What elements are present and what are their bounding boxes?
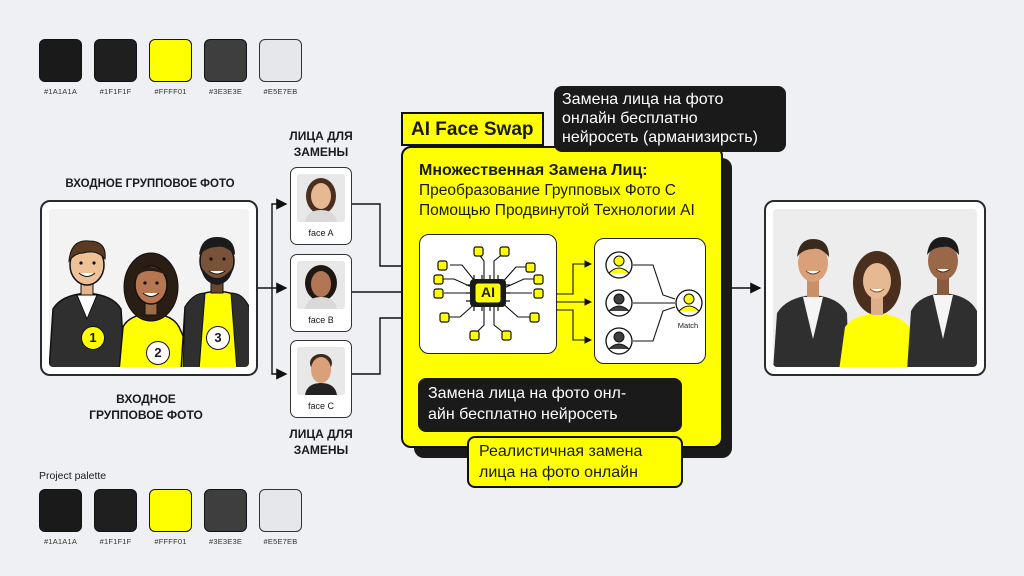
faces-label-top: ЛИЦА ДЛЯ ЗАМЕНЫ <box>276 128 366 160</box>
panel-subtitle-line-1: Преобразование Групповых Фото С <box>419 182 676 199</box>
ai-face-swap-tag: AI Face Swap <box>401 112 544 146</box>
top-callout-line-3: нейросеть (арманизирсть) <box>562 129 758 146</box>
input-group-photo: 1 2 3 <box>40 200 258 376</box>
face-a-portrait <box>297 174 345 222</box>
match-avatar-2 <box>605 289 633 317</box>
match-diagram <box>605 251 703 355</box>
bottom-palette-swatch-color-5 <box>259 489 302 532</box>
bottom-palette-swatch-3: #FFFF01 <box>149 489 192 546</box>
bottom-palette-swatch-color-2 <box>94 489 137 532</box>
bottom-palette-swatch-hex-2: #1F1F1F <box>99 537 132 546</box>
input-label-bottom-line-2: ГРУППОВОЕ ФОТО <box>89 408 203 422</box>
bottom-palette-swatch-color-3 <box>149 489 192 532</box>
match-label: Match <box>677 321 699 330</box>
face-a-label: face A <box>308 228 334 238</box>
top-palette-swatch-4: #3E3E3E <box>204 39 247 96</box>
top-palette-swatch-hex-3: #FFFF01 <box>154 87 187 96</box>
output-person-3 <box>907 237 977 367</box>
top-palette-swatch-1: #1A1A1A <box>39 39 82 96</box>
face-c-label: face C <box>307 401 334 411</box>
input-label-bottom: ВХОДНОЕ ГРУППОВОЕ ФОТО <box>86 391 206 423</box>
input-label-bottom-line-1: ВХОДНОЕ <box>116 392 176 406</box>
top-callout-line-1: Замена лица на фото <box>562 91 724 108</box>
top-palette-swatch-5: #E5E7EB <box>259 39 302 96</box>
ai-network-box: AI <box>419 234 557 354</box>
match-result-avatar <box>675 289 703 317</box>
top-palette-swatch-color-1 <box>39 39 82 82</box>
top-palette-swatch-hex-4: #3E3E3E <box>208 87 243 96</box>
project-palette-title: Project palette <box>39 470 107 482</box>
ai-chip-label: AI <box>481 284 495 300</box>
output-person-2 <box>839 251 919 367</box>
match-avatar-3 <box>605 327 633 355</box>
face-c-portrait <box>297 347 345 395</box>
palette-bottom: #1A1A1A #1F1F1F #FFFF01 #3E3E3E #E5E7EB <box>39 489 302 546</box>
panel-callout-line-2: айн бесплатно нейросеть <box>428 406 618 423</box>
badge-1: 1 <box>81 326 105 350</box>
face-card-c: face C <box>290 340 352 418</box>
bottom-palette-swatch-hex-4: #3E3E3E <box>208 537 243 546</box>
bottom-palette-swatch-hex-5: #E5E7EB <box>263 537 298 546</box>
panel-callout: Замена лица на фото онл- айн бесплатно н… <box>418 378 682 432</box>
faces-label-top-line-2: ЗАМЕНЫ <box>293 145 349 159</box>
badge-3: 3 <box>206 326 230 350</box>
top-palette-swatch-2: #1F1F1F <box>94 39 137 96</box>
bottom-palette-swatch-color-1 <box>39 489 82 532</box>
match-avatar-1 <box>605 251 633 279</box>
output-illustration <box>773 209 977 367</box>
top-palette-swatch-hex-5: #E5E7EB <box>263 87 298 96</box>
panel-subtitle-line-2: Помощью Продвинутой Технологии AI <box>419 202 695 219</box>
panel-callout-line-1: Замена лица на фото онл- <box>428 385 627 402</box>
panel-footer-line-2: лица на фото онлайн <box>479 464 638 481</box>
bottom-palette-swatch-color-4 <box>204 489 247 532</box>
top-palette-swatch-hex-1: #1A1A1A <box>43 87 78 96</box>
match-box: Match <box>594 238 706 364</box>
palette-top: #1A1A1A #1F1F1F #FFFF01 #3E3E3E #E5E7EB <box>39 39 302 96</box>
input-label-top: ВХОДНОЕ ГРУППОВОЕ ФОТО <box>65 178 235 190</box>
face-b-label: face B <box>308 315 334 325</box>
bottom-palette-swatch-2: #1F1F1F <box>94 489 137 546</box>
panel-title: Множественная Замена Лиц: <box>419 162 648 179</box>
output-group-photo <box>764 200 986 376</box>
top-callout-line-2: онлайн бесплатно <box>562 110 698 127</box>
faces-label-bottom: ЛИЦА ДЛЯ ЗАМЕНЫ <box>276 426 366 458</box>
output-person-1 <box>773 239 849 367</box>
bottom-palette-swatch-1: #1A1A1A <box>39 489 82 546</box>
faces-label-top-line-1: ЛИЦА ДЛЯ <box>289 129 353 143</box>
network-to-match-arrows <box>557 260 593 344</box>
top-callout: Замена лица на фото онлайн бесплатно ней… <box>554 86 786 152</box>
top-palette-swatch-color-3 <box>149 39 192 82</box>
face-card-b: face B <box>290 254 352 332</box>
faces-label-bottom-line-2: ЗАМЕНЫ <box>293 443 349 457</box>
bottom-palette-swatch-5: #E5E7EB <box>259 489 302 546</box>
face-card-a: face A <box>290 167 352 245</box>
top-palette-swatch-color-5 <box>259 39 302 82</box>
top-palette-swatch-color-4 <box>204 39 247 82</box>
top-palette-swatch-3: #FFFF01 <box>149 39 192 96</box>
bottom-palette-swatch-hex-3: #FFFF01 <box>154 537 187 546</box>
panel-footer-line-1: Реалистичная замена <box>479 443 643 460</box>
badge-2: 2 <box>146 341 170 365</box>
bottom-palette-swatch-4: #3E3E3E <box>204 489 247 546</box>
bottom-palette-swatch-hex-1: #1A1A1A <box>43 537 78 546</box>
face-b-portrait <box>297 261 345 309</box>
panel-footer-box: Реалистичная замена лица на фото онлайн <box>467 436 683 488</box>
top-palette-swatch-color-2 <box>94 39 137 82</box>
top-palette-swatch-hex-2: #1F1F1F <box>99 87 132 96</box>
faces-label-bottom-line-1: ЛИЦА ДЛЯ <box>289 427 353 441</box>
person-2-figure <box>118 252 199 367</box>
ai-network-diagram <box>433 246 544 341</box>
